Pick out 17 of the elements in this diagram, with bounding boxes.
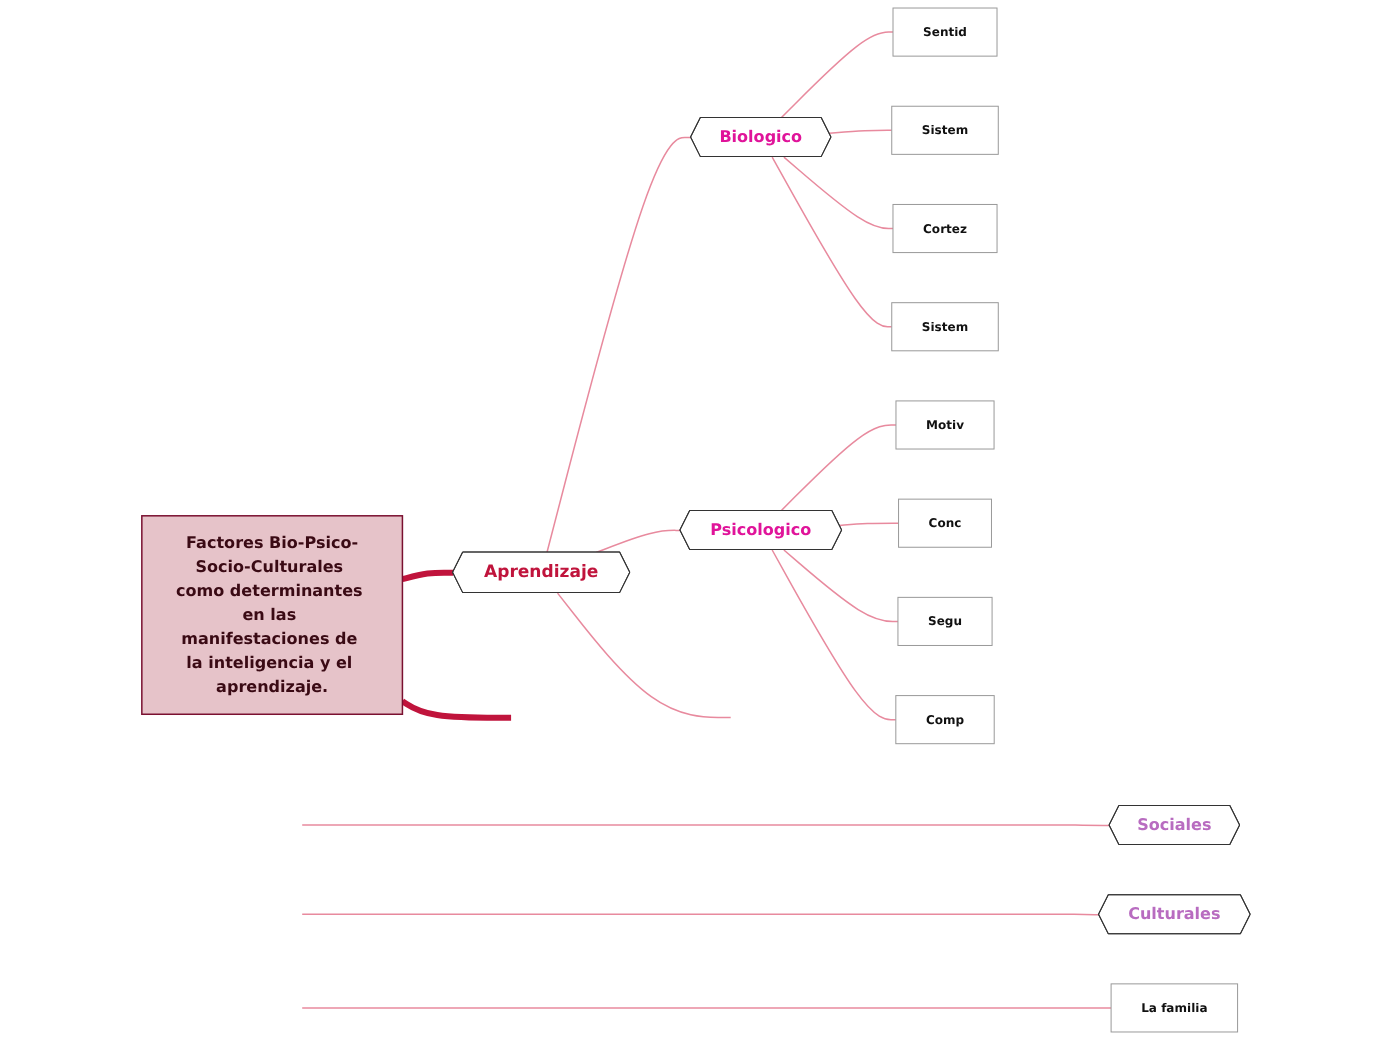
connector <box>828 129 893 134</box>
connector <box>595 529 682 554</box>
connector <box>400 698 512 721</box>
connector <box>780 31 894 119</box>
connector <box>546 136 692 554</box>
connector <box>771 549 897 721</box>
connector <box>401 569 454 583</box>
connector <box>301 913 1100 916</box>
connector <box>783 156 894 230</box>
node-box: Factores Bio-Psico-Socio-Culturales como determinantes en las manifestaciones de la inteligencia y el aprendizaje. <box>141 515 404 715</box>
connector <box>771 156 893 328</box>
connector <box>556 592 732 719</box>
connector <box>301 824 1111 827</box>
connector <box>838 522 900 527</box>
connector <box>783 549 899 623</box>
connector <box>780 424 897 512</box>
connector <box>301 1007 1112 1009</box>
